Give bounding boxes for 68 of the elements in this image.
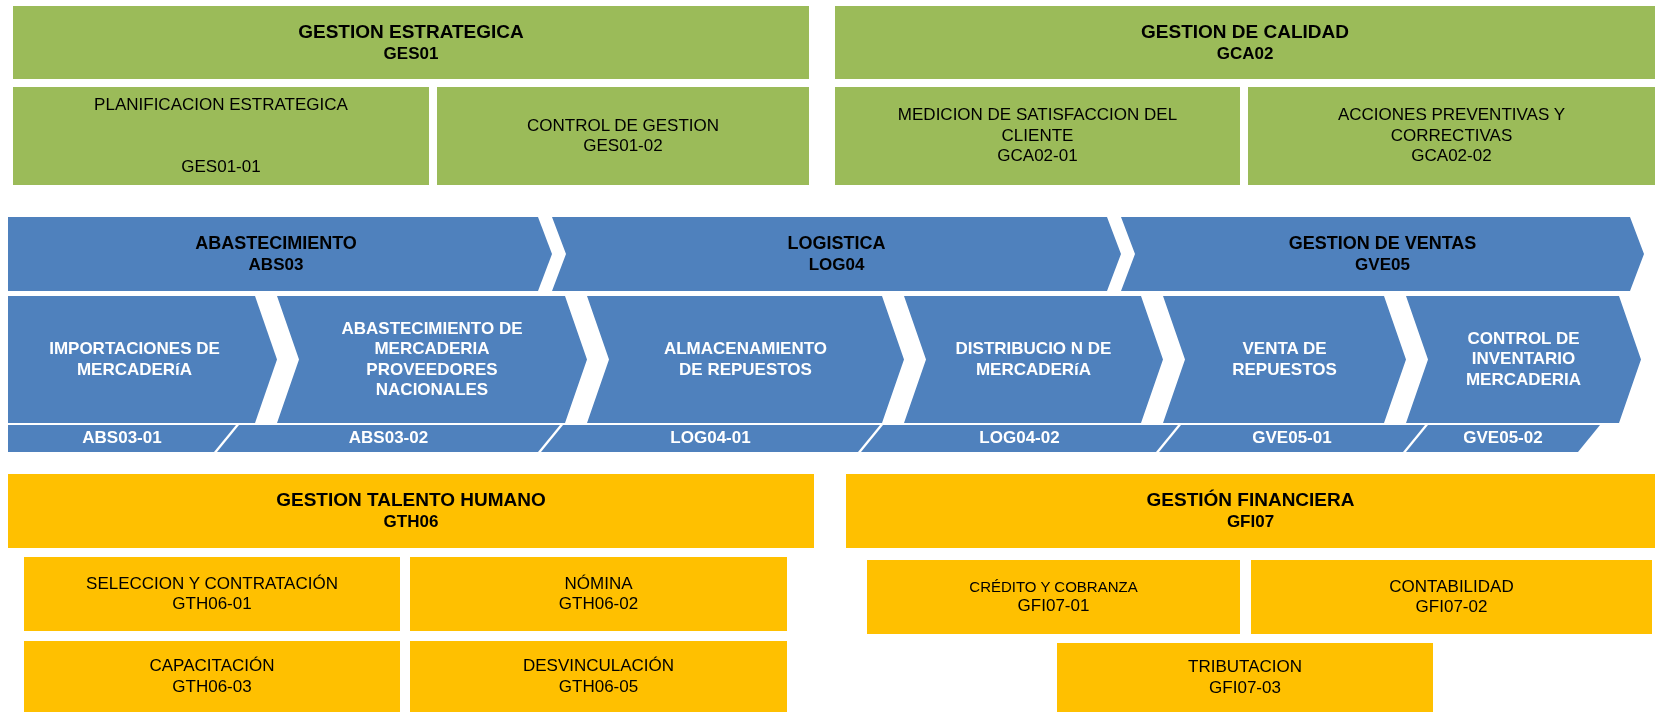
group-title: LOGISTICA xyxy=(787,233,886,255)
process-code: GFI07-02 xyxy=(1415,597,1488,618)
process-group-band xyxy=(552,217,1121,291)
process-code: LOG04-02 xyxy=(979,428,1060,449)
process-code: GTH06-05 xyxy=(558,676,639,697)
process-box xyxy=(437,87,809,185)
process-box xyxy=(867,560,1240,634)
process-name: IMPORTACIONES DE MERCADERíA xyxy=(48,339,221,380)
group-title: GESTION ESTRATEGICA xyxy=(298,20,524,44)
process-group-header xyxy=(835,6,1655,79)
process-code: GFI07-03 xyxy=(1209,677,1281,698)
process-group-band xyxy=(1121,217,1644,291)
group-title: GESTION TALENTO HUMANO xyxy=(276,489,546,513)
group-code: GCA02 xyxy=(1216,43,1274,65)
group-code: ABS03 xyxy=(248,254,304,275)
process-code: GFI07-01 xyxy=(1017,595,1090,617)
process-name: ACCIONES PREVENTIVAS Y CORRECTIVAS xyxy=(1336,105,1566,147)
process-box xyxy=(24,557,400,631)
process-code: GES01-02 xyxy=(583,136,663,157)
process-code: GVE05-02 xyxy=(1463,428,1543,449)
process-code: LOG04-01 xyxy=(670,428,751,449)
process-box xyxy=(410,557,787,631)
process-group-band xyxy=(8,217,552,291)
group-title: GESTIÓN FINANCIERA xyxy=(1146,489,1355,513)
process-code: GCA02-02 xyxy=(1411,146,1492,167)
group-title: ABASTECIMIENTO xyxy=(195,233,357,255)
process-box xyxy=(1057,643,1433,712)
process-name: DESVINCULACIÓN xyxy=(522,656,675,677)
process-code: GTH06-02 xyxy=(558,594,639,615)
group-code: GTH06 xyxy=(383,512,439,533)
process-code: GTH06-01 xyxy=(172,594,252,615)
group-code: GES01 xyxy=(383,43,439,65)
process-name: PLANIFICACION ESTRATEGICA xyxy=(94,95,348,116)
group-code: GVE05 xyxy=(1355,254,1410,275)
process-name: VENTA DE REPUESTOS xyxy=(1231,339,1338,380)
process-box xyxy=(410,641,787,712)
process-group-header xyxy=(13,6,809,79)
process-step-shape xyxy=(8,296,277,423)
process-group-header xyxy=(846,474,1655,548)
process-name: CRÉDITO Y COBRANZA xyxy=(969,577,1138,596)
process-name: CONTROL DE INVENTARIO MERCADERIA xyxy=(1464,328,1583,391)
process-box xyxy=(1251,560,1652,634)
process-box xyxy=(835,87,1240,185)
process-box xyxy=(13,87,429,185)
group-code: GFI07 xyxy=(1226,512,1275,533)
process-code: ABS03-02 xyxy=(348,428,429,449)
process-name: SELECCION Y CONTRATACIÓN xyxy=(86,573,338,594)
process-code: GVE05-01 xyxy=(1252,428,1332,449)
process-name: ALMACENAMIENTO DE REPUESTOS xyxy=(662,339,829,380)
process-box xyxy=(24,641,400,712)
process-code: GTH06-03 xyxy=(172,676,252,697)
process-name: DISTRIBUCIO N DE MERCADERíA xyxy=(954,339,1113,380)
process-name: CONTABILIDAD xyxy=(1389,576,1514,597)
process-group-header xyxy=(8,474,814,548)
process-name: MEDICION DE SATISFACCION DEL CLIENTE xyxy=(896,105,1179,147)
group-code: LOG04 xyxy=(808,254,865,275)
group-title: GESTION DE VENTAS xyxy=(1288,233,1477,255)
process-name: NÓMINA xyxy=(564,573,633,594)
process-code: ABS03-01 xyxy=(82,428,162,449)
group-title: GESTION DE CALIDAD xyxy=(1141,20,1349,44)
code-strip xyxy=(8,425,236,452)
process-name: TRIBUTACION xyxy=(1188,657,1302,678)
process-code: GES01-01 xyxy=(181,156,261,177)
process-code: GCA02-01 xyxy=(997,146,1078,167)
process-name: ABASTECIMIENTO DE MERCADERIA PROVEEDORES NACIONALES xyxy=(340,318,524,401)
process-box xyxy=(1248,87,1655,185)
process-name: CAPACITACIÓN xyxy=(149,656,275,677)
process-name: CONTROL DE GESTION xyxy=(526,115,720,136)
